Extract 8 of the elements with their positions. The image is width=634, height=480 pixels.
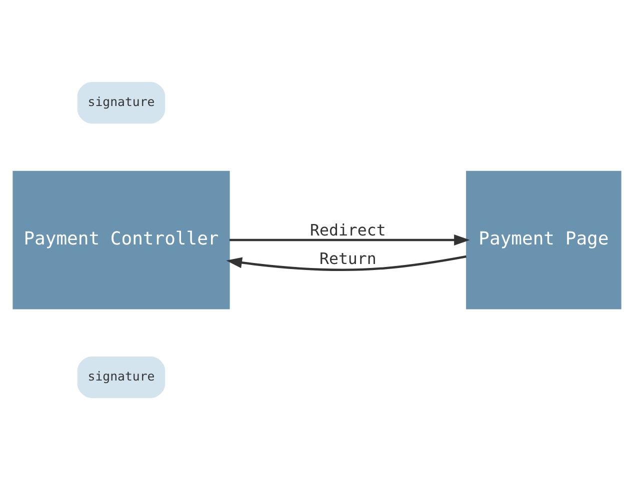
node-box: signature <box>77 82 166 124</box>
arrow <box>226 255 466 271</box>
node-box: signature <box>77 356 166 398</box>
arrow <box>230 234 470 246</box>
node-box: Payment Page <box>466 170 622 310</box>
edge-label: Redirect <box>310 220 386 240</box>
edge-label: Return <box>319 248 376 268</box>
node-box: Payment Controller <box>12 170 230 310</box>
